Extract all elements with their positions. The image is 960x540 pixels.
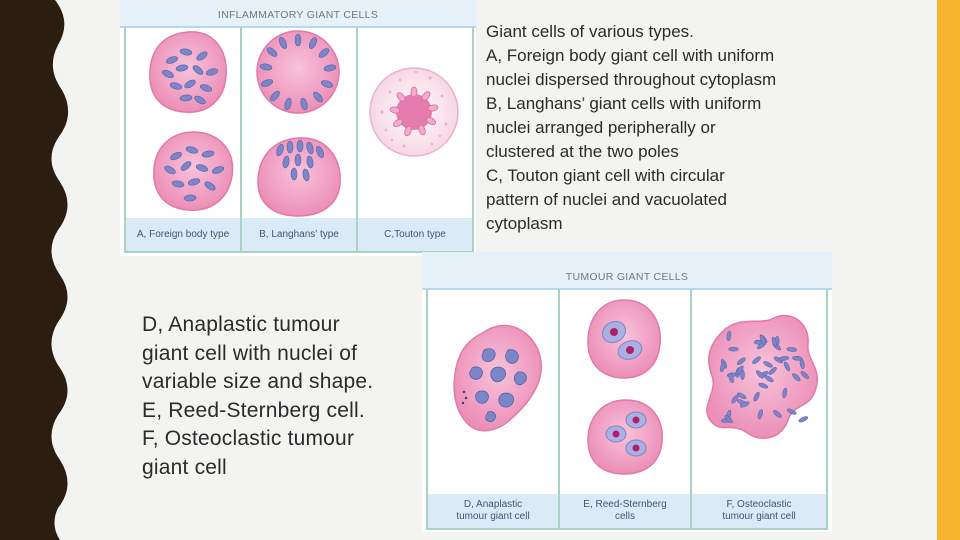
- osteoclast-nucleus: [752, 356, 761, 364]
- caption-line: D, Anaplastic: [463, 499, 523, 510]
- inflammatory-description: Giant cells of various types. A, Foreign…: [486, 20, 931, 236]
- inflammatory-giant-cells-figure: INFLAMMATORY GIANT CELLS: [120, 0, 476, 256]
- osteoclast-nucleus: [778, 356, 790, 361]
- figure-title: INFLAMMATORY GIANT CELLS: [120, 0, 476, 28]
- figure-title: TUMOUR GIANT CELLS: [422, 252, 832, 290]
- osteoclast-nucleus: [757, 409, 763, 420]
- description-line: C, Touton giant cell with circular: [486, 166, 725, 185]
- osteoclast-nucleus: [763, 361, 773, 368]
- caption-line: E, Reed-Sternberg: [583, 499, 667, 510]
- description-line: F, Osteoclastic tumour: [142, 427, 355, 450]
- osteoclast-nucleus: [720, 361, 726, 373]
- osteoclast-nucleus: [786, 408, 797, 415]
- tumour-cells-illustration: [453, 299, 819, 475]
- osteoclast-nucleus: [739, 401, 750, 408]
- caption-foreign-body: A, Foreign body type: [126, 218, 240, 251]
- osteoclast-nucleus: [736, 392, 747, 399]
- langhans-cell-top: [256, 30, 340, 114]
- caption-langhans: B, Langhans' type: [242, 218, 356, 251]
- osteoclast-nucleus: [768, 367, 777, 375]
- osteoclast-nucleus: [759, 335, 767, 345]
- osteoclast-nucleus: [771, 336, 778, 347]
- description-line: giant cell with nuclei of: [142, 341, 358, 365]
- description-line: A, Foreign body giant cell with uniform: [486, 46, 775, 65]
- anaplastic-cell: [453, 324, 542, 432]
- description-line: Giant cells of various types.: [486, 22, 694, 41]
- description-line: clustered at the two poles: [486, 142, 679, 161]
- osteoclast-nucleus: [800, 371, 809, 379]
- caption-line: cells: [614, 511, 635, 522]
- osteoclast-nucleus: [724, 415, 733, 424]
- description-line: giant cell: [142, 455, 227, 479]
- osteoclast-nucleus: [731, 394, 739, 404]
- osteoclast-nucleus: [726, 330, 732, 342]
- osteoclast-nucleus: [783, 361, 791, 372]
- langhans-cell-bottom: [257, 137, 341, 217]
- osteoclast-nucleus: [792, 356, 803, 361]
- osteoclast-nucleus: [736, 365, 744, 375]
- osteoclast-nucleus: [736, 357, 746, 365]
- description-line: E, Reed-Sternberg cell.: [142, 398, 365, 422]
- inflammatory-cells-illustration: [149, 30, 459, 217]
- caption-anaplastic: D, Anaplastic tumour giant cell: [428, 494, 558, 528]
- caption-line: tumour giant cell: [722, 511, 796, 522]
- osteoclast-nucleus: [755, 370, 764, 379]
- osteoclastic-cell: [706, 314, 819, 439]
- left-scalloped-border: [0, 0, 69, 540]
- caption-line: tumour giant cell: [456, 511, 530, 522]
- reed-sternberg-cell-top: [587, 299, 661, 379]
- caption-line: F, Osteoclastic: [726, 499, 792, 510]
- osteoclast-nucleus: [753, 391, 760, 402]
- description-line: D, Anaplastic tumour: [142, 313, 340, 336]
- description-line: nuclei dispersed throughout cytoplasm: [486, 70, 777, 89]
- osteoclast-nucleus: [798, 416, 809, 423]
- osteoclast-nucleus: [728, 346, 739, 352]
- description-line: variable size and shape.: [142, 370, 374, 393]
- osteoclast-nucleus: [773, 410, 782, 418]
- osteoclast-nucleus: [758, 382, 769, 389]
- osteoclast-nucleus: [728, 372, 734, 384]
- osteoclast-nucleus: [782, 387, 788, 399]
- left-border-shape: [0, 0, 69, 540]
- osteoclast-nucleus: [792, 373, 801, 382]
- osteoclast-nucleus: [786, 347, 798, 352]
- description-line: B, Langhans’ giant cells with uniform: [486, 94, 762, 113]
- caption-osteoclastic: F, Osteoclastic tumour giant cell: [692, 494, 826, 528]
- foreign-body-cell-bottom: [153, 131, 234, 211]
- tumour-description: D, Anaplastic tumour giant cell with nuc…: [142, 311, 412, 482]
- description-line: nuclei arranged peripherally or: [486, 118, 716, 137]
- tumour-giant-cells-figure: TUMOUR GIANT CELLS: [422, 252, 832, 532]
- right-accent-bar: [937, 0, 960, 540]
- touton-cell: [369, 67, 459, 157]
- caption-touton: C,Touton type: [358, 218, 472, 251]
- caption-reed-sternberg: E, Reed-Sternberg cells: [560, 494, 690, 528]
- description-line: pattern of nuclei and vacuolated: [486, 190, 728, 209]
- foreign-body-cell-top: [149, 31, 227, 113]
- reed-sternberg-cell-bottom: [587, 399, 663, 475]
- description-line: cytoplasm: [486, 214, 563, 233]
